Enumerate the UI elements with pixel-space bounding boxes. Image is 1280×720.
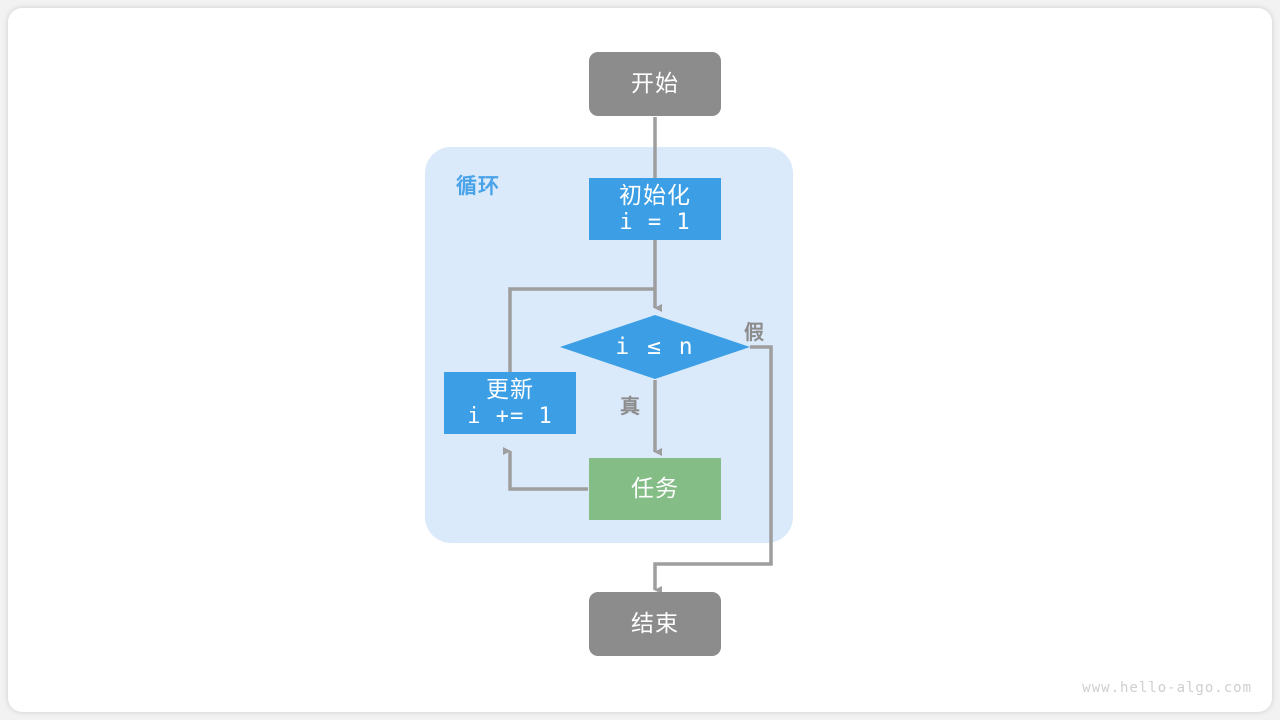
node-end[interactable]: 结束 <box>589 592 721 656</box>
node-task[interactable]: 任务 <box>589 458 721 520</box>
edge-task-to-update <box>503 447 588 491</box>
edge-update-to-condition <box>508 287 655 381</box>
node-update-code: i += 1 <box>467 403 553 429</box>
node-task-label: 任务 <box>631 475 679 502</box>
diagram-card: 循环 开始 初始化 i = 1 i ≤ n 更新 i += 1 任务 <box>8 8 1272 712</box>
watermark: www.hello-algo.com <box>1082 680 1252 696</box>
node-init[interactable]: 初始化 i = 1 <box>589 178 721 240</box>
node-update-label: 更新 <box>486 376 534 403</box>
node-start-label: 开始 <box>631 70 679 97</box>
condition-diamond <box>560 315 750 379</box>
diagram-canvas: 循环 开始 初始化 i = 1 i ≤ n 更新 i += 1 任务 <box>8 8 1272 712</box>
edge-label-false: 假 <box>744 322 765 344</box>
edge-condition-false-to-end <box>653 345 773 594</box>
node-init-label: 初始化 <box>619 182 691 209</box>
node-end-label: 结束 <box>631 610 679 637</box>
node-update[interactable]: 更新 i += 1 <box>444 372 576 434</box>
flow-connectors-layer <box>425 117 793 594</box>
loop-group-label: 循环 <box>456 175 500 198</box>
node-start[interactable]: 开始 <box>589 52 721 116</box>
edge-label-true: 真 <box>620 396 641 418</box>
node-init-code: i = 1 <box>619 209 691 235</box>
